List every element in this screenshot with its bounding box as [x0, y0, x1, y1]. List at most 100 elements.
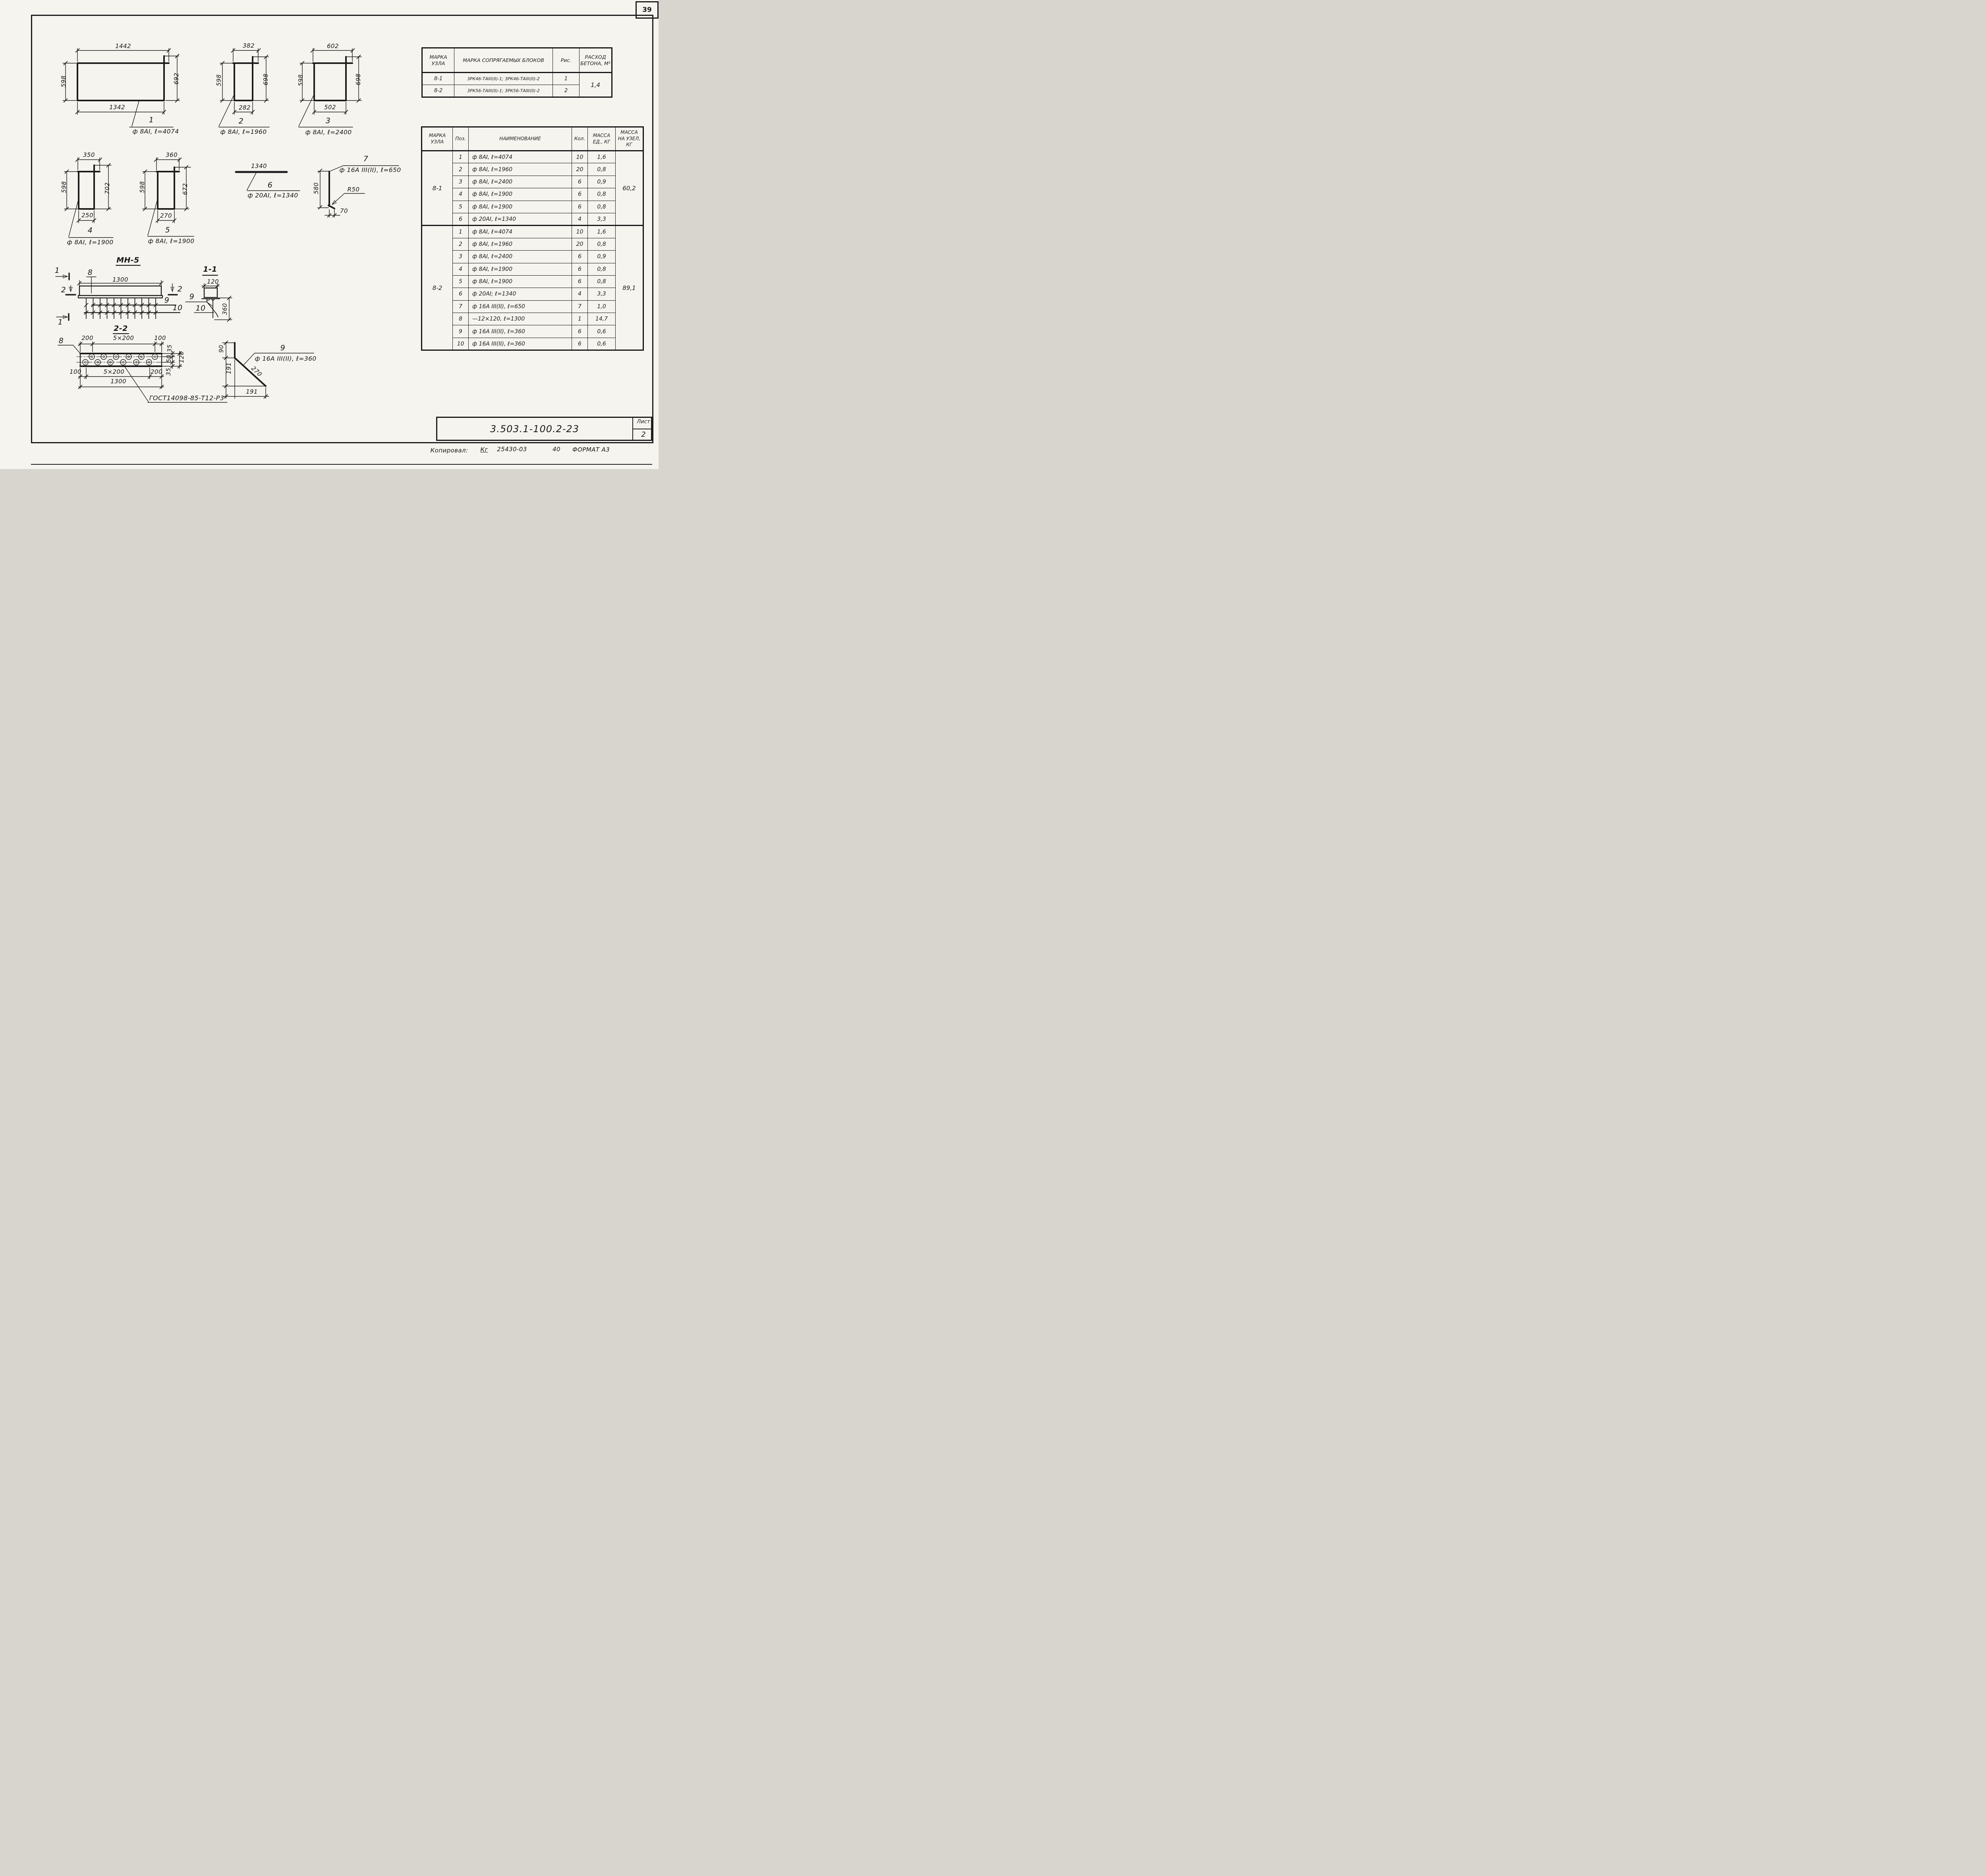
- table-cell: ф 20АI; ℓ=1340: [468, 288, 572, 301]
- dim-label: 672: [182, 183, 189, 195]
- bar-5-linework: [142, 157, 194, 237]
- table-cell: ф 8АI, ℓ=1900: [468, 275, 572, 288]
- table-cell: 6: [572, 188, 588, 201]
- position-label: 9: [280, 344, 286, 352]
- table-header: МАРКА УЗЛА: [421, 127, 453, 151]
- table-cell: 4: [452, 263, 469, 276]
- table-cell: 3: [452, 175, 469, 189]
- section-marker-label: 2: [61, 286, 66, 294]
- table-cell: 4: [572, 288, 588, 301]
- table-cell: ф 8АI, ℓ=2400: [468, 175, 572, 189]
- table-cell: 0,9: [587, 175, 616, 189]
- dim-label: 5×200: [113, 334, 134, 342]
- table-cell: 89,1: [615, 225, 643, 351]
- materials-table: МАРКА УЗЛА Поз. НАИМЕНОВАНИЕ Кол. МАССА …: [421, 126, 644, 351]
- spec-label: ф 16А III(II), ℓ=360: [255, 355, 317, 362]
- table-header: РАСХОД БЕТОНА, М³: [579, 48, 612, 73]
- table-cell: ф 16А III(II), ℓ=650: [468, 300, 572, 313]
- table-cell: 3: [452, 250, 469, 263]
- table-cell: 0,8: [587, 188, 616, 201]
- table-cell: 8-1: [421, 150, 453, 226]
- table-cell: 6: [572, 263, 588, 276]
- table-cell: 6: [452, 288, 469, 301]
- table-cell: ф 8АI, ℓ=2400: [468, 250, 572, 263]
- table-header: Рис.: [553, 48, 580, 73]
- dim-label: 120: [207, 278, 219, 285]
- table-cell: 1: [452, 225, 469, 238]
- position-label: 9: [189, 292, 195, 301]
- page-number: 39: [642, 6, 652, 14]
- dim-label: 360: [221, 303, 228, 315]
- spec-label: ф 8АI, ℓ=1900: [67, 239, 114, 246]
- table-cell: ф 8АI, ℓ=1900: [468, 200, 572, 213]
- bar-7-linework: [317, 165, 399, 218]
- table-row: 8-1 3РК46-ТАIII(II)-1; 3РК46-ТАIII(II)-2…: [422, 72, 612, 97]
- section-marker-label: 1: [54, 266, 60, 275]
- table-header: МАРКА СОПРЯГАЕМЫХ БЛОКОВ: [454, 48, 553, 73]
- dim-label: 598: [297, 74, 304, 86]
- table-cell: 0,9: [587, 250, 616, 263]
- table-cell: 1,6: [587, 150, 616, 164]
- table-header: Кол.: [572, 127, 588, 151]
- table-cell: 3РК56-ТАIII(II)-1; 3РК56-ТАIII(II)-2: [454, 85, 553, 97]
- dim-label: 270: [160, 212, 172, 219]
- table-cell: —12×120, ℓ=1300: [468, 313, 572, 326]
- table-cell: ф 16А III(II), ℓ=360: [468, 325, 572, 338]
- table-cell: 6: [572, 337, 588, 351]
- dim-label: 35: [165, 368, 172, 376]
- table-cell: 4: [572, 213, 588, 226]
- spec-label: ф 8АI, ℓ=1960: [220, 128, 267, 135]
- table-cell: 7: [452, 300, 469, 313]
- position-label: 10: [172, 303, 183, 312]
- position-label: 6: [267, 181, 273, 189]
- dim-label: 1340: [251, 162, 267, 170]
- table-cell: 20: [572, 163, 588, 176]
- dim-label: 1342: [109, 104, 125, 111]
- table-cell: 2: [553, 85, 580, 97]
- table-header: МАССА ЕД., КГ: [587, 127, 616, 151]
- position-label: 1: [149, 116, 154, 124]
- section-title: 2-2: [114, 324, 128, 333]
- table-cell: 8-2: [422, 85, 454, 97]
- spec-label: ф 8АI, ℓ=4074: [132, 128, 179, 135]
- table-cell: ф 16А III(II), ℓ=360: [468, 337, 572, 351]
- table-cell: 1: [553, 72, 580, 85]
- sheet-number: 2: [641, 430, 646, 439]
- section-title: 1-1: [203, 265, 217, 274]
- table-row: 8-2 3РК56-ТАIII(II)-1; 3РК56-ТАIII(II)-2…: [422, 85, 612, 97]
- dim-label: 702: [104, 182, 111, 194]
- position-label: 9: [164, 296, 170, 305]
- table-cell: 3,3: [587, 213, 616, 226]
- position-label: 7: [363, 155, 369, 163]
- view-title: МН-5: [116, 256, 139, 265]
- dim-label: 200: [81, 334, 93, 342]
- title-block-divider: [632, 418, 633, 440]
- table-cell: 4: [452, 188, 469, 201]
- position-label: 5: [165, 226, 170, 234]
- table-cell: 5: [452, 200, 469, 213]
- dim-label: 598: [215, 74, 222, 86]
- dim-label: 282: [239, 104, 251, 111]
- footer-order-code: 25430-03: [497, 446, 527, 453]
- table-cell: ф 8АI, ℓ=4074: [468, 225, 572, 238]
- table-cell: 5: [452, 275, 469, 288]
- position-label: 2: [238, 117, 244, 126]
- bar-2-linework: [218, 48, 270, 128]
- dim-label: 250: [81, 212, 93, 219]
- bar-4-linework: [64, 157, 114, 238]
- drawing-sheet: 39: [0, 0, 659, 469]
- table-header: МАРКА УЗЛА: [422, 48, 454, 73]
- position-label: 4: [87, 226, 93, 235]
- title-block: [436, 417, 652, 441]
- table-cell: 0,8: [587, 163, 616, 176]
